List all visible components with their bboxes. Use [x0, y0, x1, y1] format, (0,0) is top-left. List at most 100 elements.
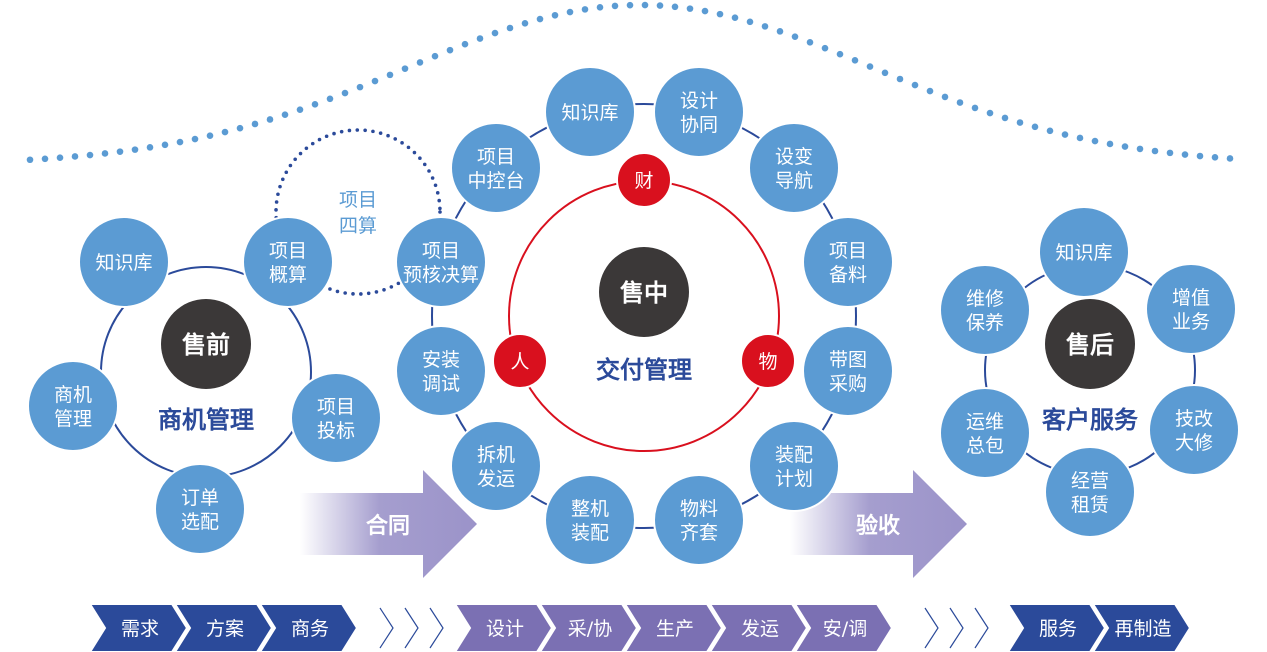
- node-bubble[interactable]: 知识库: [78, 216, 170, 308]
- curve-dot: [731, 14, 739, 22]
- node-label: 概算: [269, 264, 307, 286]
- step-label: 采/协: [568, 618, 612, 640]
- curve-dot: [356, 83, 364, 91]
- step-label: 发运: [741, 618, 779, 640]
- four-calc-dot: [335, 289, 340, 294]
- stage-title: 售中: [620, 279, 668, 307]
- node-label: 预核决算: [403, 264, 479, 286]
- curve-dot: [26, 156, 34, 164]
- node-label: 计划: [775, 468, 813, 490]
- four-calc-dot: [332, 131, 336, 136]
- four-calc-dot: [378, 131, 383, 135]
- chevron-separator-icon: [974, 607, 989, 649]
- four-calc-dot: [274, 208, 278, 212]
- node-label: 安装: [422, 349, 460, 371]
- curve-dot: [71, 153, 79, 160]
- process-step[interactable]: 方案: [173, 603, 274, 652]
- node-label: 商机: [54, 384, 92, 406]
- curve-dot: [296, 106, 304, 113]
- process-step[interactable]: 设计: [453, 603, 554, 652]
- four-calc-dot: [351, 292, 355, 296]
- curve-dot: [41, 155, 49, 163]
- node-label: 带图: [829, 349, 867, 371]
- process-step[interactable]: 生产: [623, 603, 724, 652]
- curve-dot: [161, 141, 169, 149]
- node-label: 维修: [966, 288, 1004, 310]
- node-label: 装配: [571, 522, 609, 544]
- curve-dot: [581, 6, 589, 13]
- process-step[interactable]: 发运: [708, 603, 809, 652]
- four-calc-dot: [359, 292, 363, 296]
- node-label: 知识库: [1055, 242, 1112, 264]
- process-step[interactable]: 商务: [258, 603, 359, 652]
- node-bubble[interactable]: 知识库: [1038, 206, 1130, 298]
- curve-dot: [941, 93, 949, 101]
- in-sale-ring: [431, 103, 857, 529]
- stage-title: 售后: [1066, 331, 1114, 359]
- process-step[interactable]: 采/协: [538, 603, 639, 652]
- node-label: 导航: [775, 170, 813, 192]
- chevron-separator-icon: [949, 607, 964, 649]
- node-label: 备料: [829, 264, 867, 286]
- curve-dot: [1076, 134, 1084, 142]
- node-label: 项目: [829, 240, 867, 262]
- step-label: 服务: [1039, 618, 1077, 640]
- node-label: 投标: [317, 420, 355, 442]
- node-label: 经营: [1071, 470, 1109, 492]
- four-calc-dot: [310, 141, 315, 146]
- step-label: 生产: [656, 618, 694, 640]
- node-bubble[interactable]: 商机管理: [27, 360, 119, 452]
- resource-badge: 物: [740, 333, 796, 389]
- node-label: 增值: [1172, 287, 1210, 309]
- process-step[interactable]: 安/调: [793, 603, 894, 652]
- curve-dot: [671, 3, 679, 11]
- four-calc-text: 四算: [339, 215, 377, 237]
- resource-label: 物: [758, 351, 777, 373]
- four-calc-dot: [363, 128, 367, 133]
- curve-dot: [641, 1, 649, 9]
- curve-dot: [1196, 152, 1204, 160]
- process-step[interactable]: 再制造: [1091, 603, 1192, 652]
- curve-dot: [761, 23, 769, 30]
- step-label: 需求: [121, 618, 159, 640]
- curve-dot: [341, 89, 349, 97]
- curve-dot: [1136, 145, 1144, 153]
- four-calc-dot: [274, 200, 279, 204]
- process-step[interactable]: 服务: [1006, 603, 1107, 652]
- node-bubble[interactable]: 知识库: [544, 66, 636, 158]
- four-calc-dot: [438, 210, 442, 214]
- curve-dot: [311, 101, 319, 108]
- chevron-separator-icon: [429, 607, 444, 649]
- curve-dot: [221, 128, 229, 136]
- curve-dot: [806, 38, 814, 46]
- curve-dot: [1001, 114, 1009, 122]
- in-sale-label: 交付管理: [596, 356, 692, 384]
- curve-dot: [716, 10, 724, 18]
- four-calc-dot: [288, 163, 293, 168]
- curve-dot: [1121, 143, 1129, 150]
- arrow-label: 合同: [366, 513, 410, 539]
- four-calc-dot: [438, 206, 442, 211]
- node-label: 技改: [1175, 408, 1213, 430]
- process-step[interactable]: 需求: [88, 603, 189, 652]
